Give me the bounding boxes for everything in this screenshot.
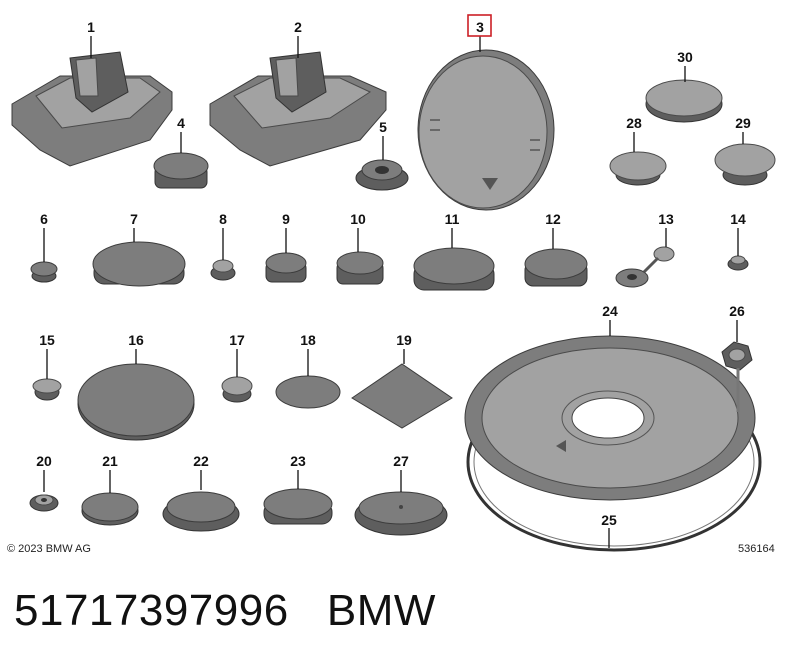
part-8-plug	[210, 259, 236, 281]
part-10-plug	[336, 251, 384, 285]
part-24-tray	[464, 335, 756, 501]
part-16-disc	[77, 363, 195, 441]
callout-18: 18	[300, 332, 316, 348]
callout-13: 13	[658, 211, 674, 227]
part-9-plug	[265, 252, 307, 283]
callout-11: 11	[445, 211, 460, 227]
callout-20: 20	[36, 453, 52, 469]
callout-27: 27	[393, 453, 409, 469]
parts-diagram: 1 2 3 4 5 6 7 8 9 10 11 12 13 14 15 16 1…	[11, 14, 776, 552]
diagram-image-id: 536164	[738, 543, 775, 555]
callout-8: 8	[219, 211, 227, 227]
callout-24: 24	[602, 303, 618, 319]
part-11-plug	[413, 247, 495, 291]
part-6-plug	[30, 261, 58, 283]
callout-26: 26	[729, 303, 745, 319]
callout-19: 19	[396, 332, 412, 348]
callout-30: 30	[677, 49, 693, 65]
highlight-box-part-3	[467, 14, 492, 37]
callout-28: 28	[626, 115, 642, 131]
callout-29: 29	[735, 115, 751, 131]
part-29-plug	[714, 143, 776, 186]
caption: 51717397996 BMW	[14, 586, 436, 636]
callout-22: 22	[193, 453, 209, 469]
callout-25: 25	[601, 512, 617, 528]
copyright-notice: © 2023 BMW AG	[7, 543, 91, 555]
part-12-plug	[524, 248, 588, 287]
callout-1: 1	[87, 19, 95, 35]
part-21-disc	[81, 492, 139, 526]
part-1-jack-pad	[11, 51, 173, 167]
callout-4: 4	[177, 115, 185, 131]
part-7-plug	[92, 241, 186, 287]
callout-16: 16	[128, 332, 144, 348]
callout-21: 21	[102, 453, 118, 469]
part-26-nut	[721, 341, 753, 412]
part-20-grommet	[29, 494, 59, 512]
callout-5: 5	[379, 119, 387, 135]
part-13-grommet	[615, 246, 675, 288]
callout-3: 3	[476, 19, 484, 35]
part-15-plug	[32, 378, 62, 401]
part-22-plug	[162, 491, 240, 532]
part-23-plug	[263, 488, 333, 525]
callout-12: 12	[545, 211, 561, 227]
part-2-jack-pad	[209, 51, 387, 167]
callout-6: 6	[40, 211, 48, 227]
callout-9: 9	[282, 211, 290, 227]
part-28-plug	[609, 151, 667, 186]
caption-part-number: 51717397996	[14, 586, 289, 635]
callout-15: 15	[39, 332, 55, 348]
part-30-plug	[645, 79, 723, 123]
callout-23: 23	[290, 453, 306, 469]
callout-14: 14	[730, 211, 746, 227]
callout-7: 7	[130, 211, 138, 227]
part-5-grommet	[355, 159, 409, 191]
callout-17: 17	[229, 332, 245, 348]
part-4-plug	[153, 152, 209, 189]
callout-10: 10	[350, 211, 366, 227]
part-19-pad	[351, 363, 453, 429]
part-18-disc	[275, 375, 341, 409]
leader-lines	[43, 36, 744, 548]
part-14-plug	[727, 255, 749, 271]
part-27-cap	[354, 491, 448, 536]
caption-brand: BMW	[326, 586, 436, 635]
part-17-plug	[221, 376, 253, 403]
part-3-cover	[417, 49, 555, 211]
callout-2: 2	[294, 19, 302, 35]
